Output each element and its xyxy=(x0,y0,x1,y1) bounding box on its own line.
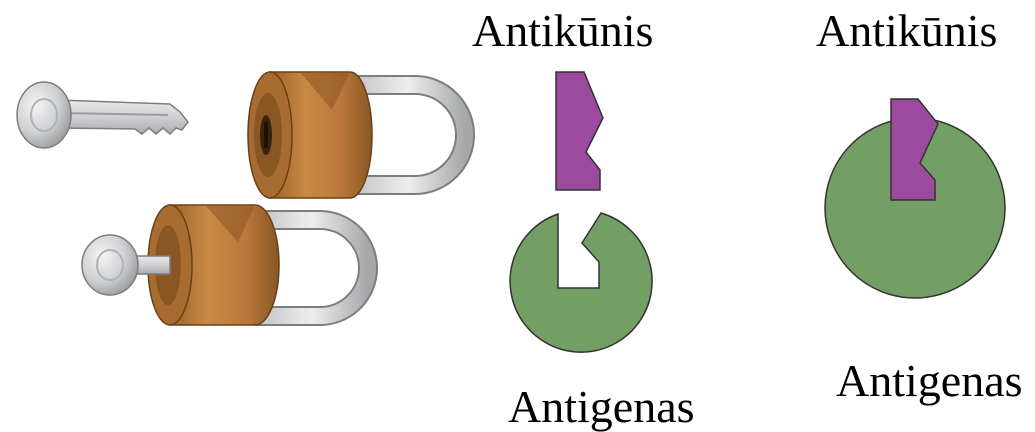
antibody-label-left: Antikūnis xyxy=(472,8,653,54)
antigen-label-right: Antigenas xyxy=(836,358,1023,404)
padlock-with-key-icon xyxy=(82,205,368,325)
antigen-with-binding-site xyxy=(510,213,652,352)
padlock-icon xyxy=(248,72,465,198)
antibody-fragment-separate xyxy=(556,72,603,190)
antigen-label-left: Antigenas xyxy=(508,384,695,430)
antibody-label-right: Antikūnis xyxy=(816,8,997,54)
key-icon xyxy=(17,82,188,148)
